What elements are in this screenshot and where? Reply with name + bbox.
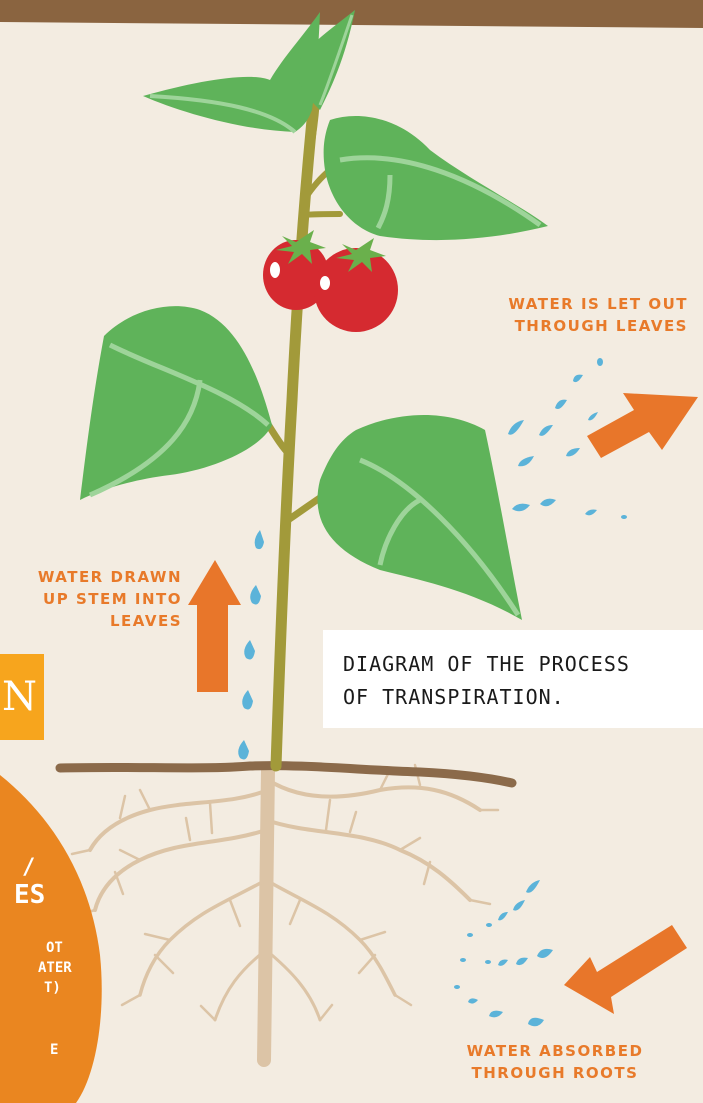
label-roots-line1: WATER ABSORBED (466, 1042, 644, 1060)
arrows (188, 393, 698, 1014)
side-text-2: ES (14, 880, 46, 910)
label-leaves-out: WATER IS LET OUT THROUGH LEAVES (478, 293, 688, 337)
label-stem-line3: LEAVES (109, 612, 182, 630)
label-stem: WATER DRAWN UP STEM INTO LEAVES (0, 566, 182, 632)
label-leaves-out-line1: WATER IS LET OUT (508, 295, 688, 313)
leaves (80, 10, 548, 620)
side-text-5: T) (44, 980, 61, 996)
side-badge: N (0, 654, 44, 740)
label-leaves-out-line2: THROUGH LEAVES (514, 317, 688, 335)
caption-box: DIAGRAM OF THE PROCESS OF TRANSPIRATION. (323, 630, 703, 728)
side-panel (0, 775, 102, 1103)
side-text-6: E (50, 1042, 59, 1058)
side-text-4: ATER (38, 960, 72, 976)
tomatoes (263, 230, 398, 332)
arrow-up (188, 560, 241, 692)
side-text-3: OT (46, 940, 63, 956)
arrow-in (564, 925, 687, 1014)
label-roots-line2: THROUGH ROOTS (471, 1064, 639, 1082)
caption-line2: OF TRANSPIRATION. (343, 685, 565, 709)
side-text-1: / (22, 855, 36, 880)
arrow-out (587, 393, 698, 458)
roots (70, 763, 500, 1067)
label-roots: WATER ABSORBED THROUGH ROOTS (455, 1040, 655, 1084)
ground-line (55, 761, 517, 788)
side-badge-letter: N (2, 674, 37, 720)
water-droplets (238, 358, 627, 1027)
label-stem-line2: UP STEM INTO (43, 590, 182, 608)
caption-line1: DIAGRAM OF THE PROCESS (343, 652, 630, 676)
label-stem-line1: WATER DRAWN (37, 568, 182, 586)
